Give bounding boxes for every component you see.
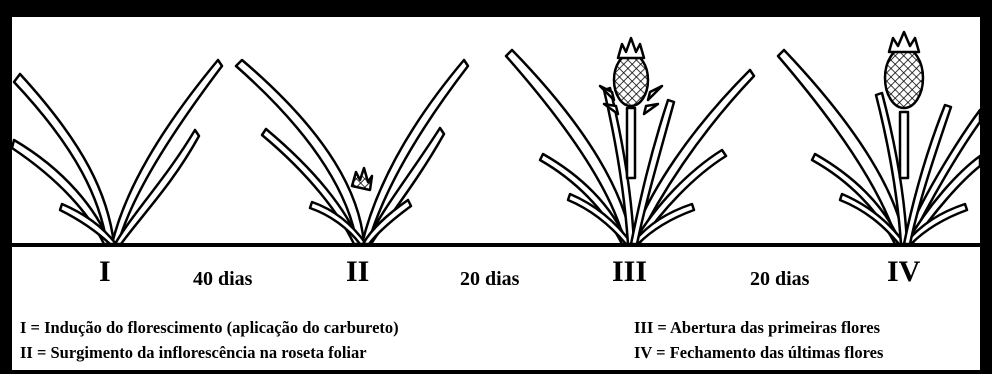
plant-stage-2 — [236, 60, 468, 244]
stage-label-4: IV — [887, 255, 920, 289]
plant-stage-4 — [778, 32, 980, 244]
interval-label-1: 40 dias — [193, 268, 252, 291]
stage-label-3: III — [612, 255, 647, 289]
fruit-stage-4 — [885, 48, 923, 108]
crown-stage-3 — [618, 38, 644, 58]
crown-stage-4 — [889, 32, 919, 52]
stage-label-1: I — [99, 255, 111, 289]
fruit-stage-3 — [614, 54, 648, 106]
legend-item-4: IV = Fechamento das últimas flores — [634, 343, 883, 363]
interval-label-2: 20 dias — [460, 268, 519, 291]
plant-stage-1 — [12, 60, 222, 244]
legend-item-3: III = Abertura das primeiras flores — [634, 318, 880, 338]
legend-item-2: II = Surgimento da inflorescência na ros… — [20, 343, 367, 363]
interval-label-3: 20 dias — [750, 268, 809, 291]
plant-stage-3 — [506, 38, 754, 244]
legend-item-1: I = Indução do florescimento (aplicação … — [20, 318, 399, 338]
stage-label-2: II — [346, 255, 369, 289]
